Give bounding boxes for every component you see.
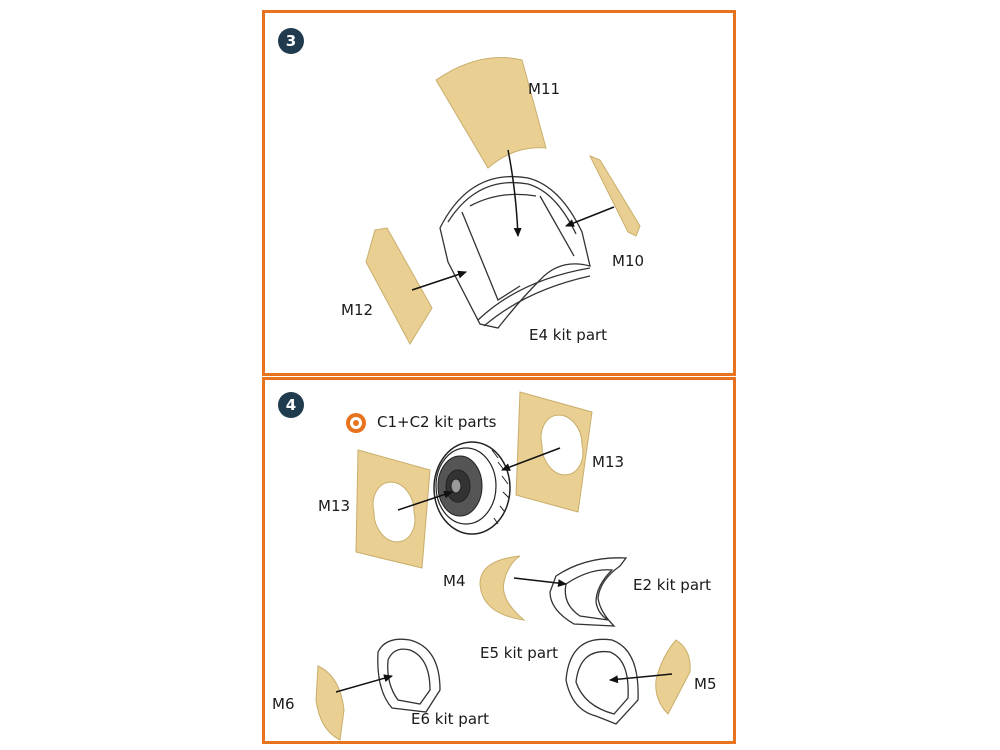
e6-kit-part — [377, 638, 441, 713]
arrow-m12 — [411, 270, 467, 291]
step-4-badge: 4 — [278, 392, 304, 418]
m13-left-mask — [355, 449, 431, 569]
label-m12: M12 — [341, 301, 374, 319]
arrow-m4 — [513, 577, 567, 588]
arrow-m13-left — [397, 490, 453, 511]
arrow-m13-right — [501, 447, 561, 471]
label-m11: M11 — [528, 80, 561, 98]
arrow-m11 — [507, 149, 522, 237]
arrow-m6 — [335, 674, 393, 693]
m11-mask — [435, 57, 547, 169]
label-m4: M4 — [443, 572, 466, 590]
label-e6: E6 kit part — [411, 710, 490, 728]
label-e5: E5 kit part — [480, 644, 559, 662]
label-m13-left: M13 — [318, 497, 351, 515]
m10-mask — [588, 155, 641, 237]
e5-kit-part — [565, 638, 639, 725]
label-m6: M6 — [272, 695, 295, 713]
m5-mask — [655, 639, 691, 715]
e2-kit-part — [549, 557, 628, 627]
m6-mask — [315, 665, 345, 741]
label-e2: E2 kit part — [633, 576, 712, 594]
m13-right-mask — [515, 391, 593, 513]
m12-mask — [365, 227, 433, 346]
e4-kit-part — [439, 176, 591, 329]
arrow-m10 — [565, 206, 615, 227]
label-c1c2: C1+C2 kit parts — [377, 413, 497, 431]
label-e4: E4 kit part — [529, 326, 608, 344]
arrow-m5 — [609, 673, 673, 684]
c1c2-wheel — [433, 441, 511, 535]
label-m13-right: M13 — [592, 453, 625, 471]
step-3-badge: 3 — [278, 28, 304, 54]
m4-mask — [479, 555, 526, 621]
recycle-target-icon — [346, 413, 366, 433]
label-m5: M5 — [694, 675, 717, 693]
label-m10: M10 — [612, 252, 645, 270]
